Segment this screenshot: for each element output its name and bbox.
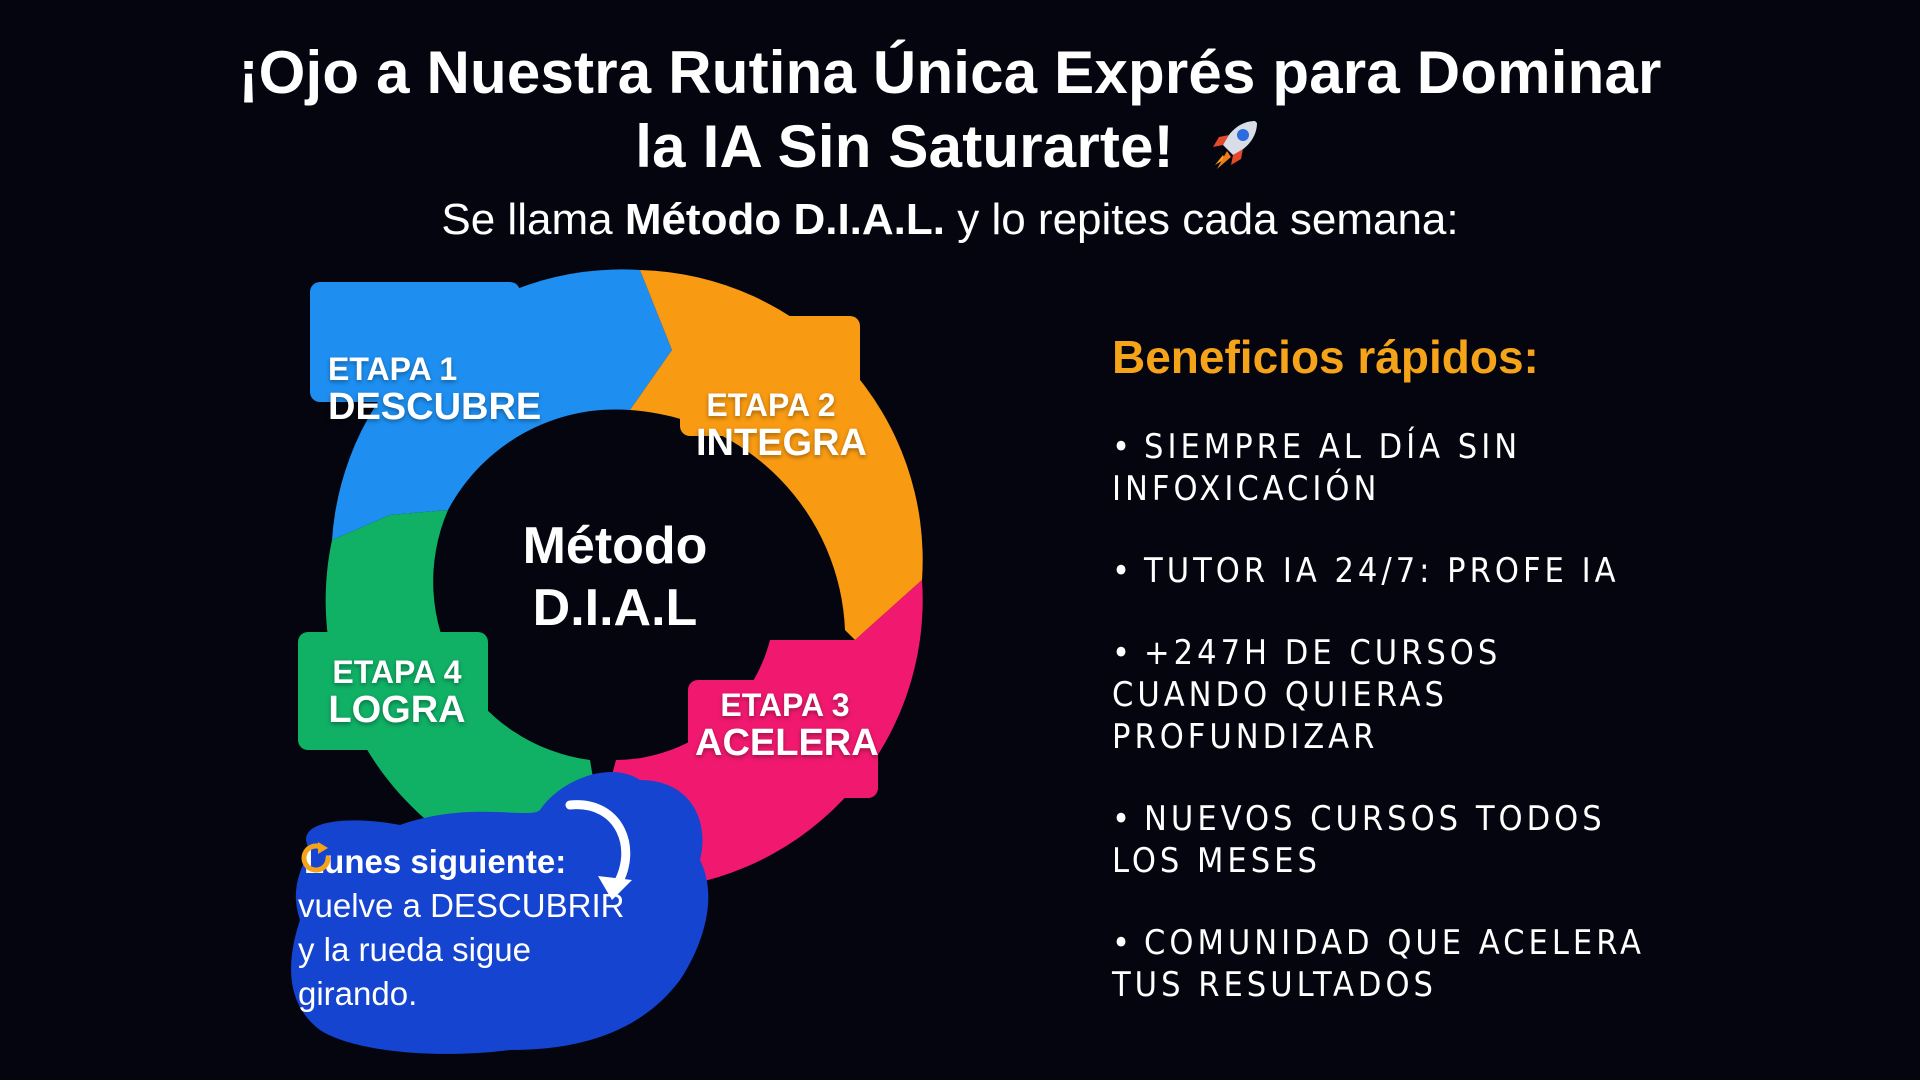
segment-descubre	[332, 269, 672, 540]
stage-1-name: DESCUBRE	[328, 386, 542, 429]
loop-arrow-icon	[565, 800, 631, 893]
stage-2-label: ETAPA 2 INTEGRA	[696, 387, 867, 465]
stage-3-name: ACELERA	[695, 722, 879, 765]
loop-note: Lunes siguiente: vuelve a DESCUBRIR y la…	[298, 840, 628, 1040]
list-item: •Siempre al día sin infoxicación	[1112, 426, 1672, 510]
plaque-etapa-4	[298, 632, 488, 750]
rocket-icon	[1205, 113, 1265, 190]
benefit-text: +247h de cursos cuando quieras profundiz…	[1112, 633, 1502, 757]
method-name: Método D.I.A.L.	[624, 195, 945, 244]
stage-1-label: ETAPA 1 DESCUBRE	[328, 351, 542, 429]
benefit-text: Tutor IA 24/7: Profe IA	[1144, 551, 1620, 591]
stage-3-label: ETAPA 3 ACELERA	[695, 687, 879, 765]
bullet: •	[1112, 633, 1135, 673]
list-item: •+247h de cursos cuando quieras profundi…	[1112, 632, 1672, 758]
stage-1-number: ETAPA 1	[328, 351, 458, 387]
subtitle-prefix: Se llama	[441, 195, 625, 244]
loop-note-lead-text: Lunes siguiente:	[304, 843, 567, 880]
subtitle: Se llama Método D.I.A.L. y lo repites ca…	[0, 192, 1900, 248]
benefits-list: •Siempre al día sin infoxicación •Tutor …	[1112, 426, 1672, 1006]
stage-3-number: ETAPA 3	[720, 687, 850, 723]
stage-4-label: ETAPA 4 LOGRA	[322, 654, 472, 732]
benefits-title: Beneficios rápidos:	[1112, 331, 1539, 383]
plaque-etapa-3	[688, 680, 878, 798]
list-item: •Comunidad que acelera tus resultados	[1112, 922, 1672, 1006]
subtitle-suffix: y lo repites cada semana:	[945, 195, 1459, 244]
center-hub	[493, 470, 753, 730]
benefits-panel: Beneficios rápidos: •Siempre al día sin …	[1112, 330, 1672, 1046]
stage-4-number: ETAPA 4	[332, 654, 462, 690]
benefit-text: Siempre al día sin infoxicación	[1112, 427, 1522, 509]
bullet: •	[1112, 551, 1135, 591]
loop-note-line-3: y la rueda sigue girando.	[298, 931, 531, 1012]
title-line-2: la IA Sin Saturarte!	[0, 110, 1900, 190]
loop-note-lead: Lunes siguiente:	[298, 840, 628, 884]
list-item: •Nuevos cursos todos los meses	[1112, 798, 1672, 882]
center-label-line-2: D.I.A.L	[532, 579, 698, 637]
title-line-2-text: la IA Sin Saturarte!	[635, 113, 1174, 180]
bullet: •	[1112, 427, 1135, 467]
dial-cycle-diagram: ETAPA 1 DESCUBRE ETAPA 2 INTEGRA ETAPA 3…	[270, 260, 950, 1060]
list-item: •Tutor IA 24/7: Profe IA	[1112, 550, 1672, 592]
plaque-etapa-2	[680, 316, 860, 436]
loop-note-bubble	[291, 771, 709, 1054]
center-label: Método D.I.A.L	[495, 515, 735, 639]
center-label-line-1: Método	[522, 517, 708, 575]
benefit-text: Comunidad que acelera tus resultados	[1112, 923, 1645, 1005]
cycle-ring	[291, 269, 923, 1054]
bullet: •	[1112, 799, 1135, 839]
stage-4-name: LOGRA	[328, 689, 466, 732]
title-line-1: ¡Ojo a Nuestra Rutina Única Exprés para …	[238, 39, 1662, 106]
benefit-text: Nuevos cursos todos los meses	[1112, 799, 1606, 881]
plaque-etapa-1	[310, 282, 520, 402]
bullet: •	[1112, 923, 1135, 963]
loop-note-line-2: vuelve a DESCUBRIR	[298, 887, 625, 924]
stage-2-number: ETAPA 2	[706, 387, 836, 423]
stage-2-name: INTEGRA	[696, 422, 867, 465]
page-title: ¡Ojo a Nuestra Rutina Única Exprés para …	[0, 36, 1900, 190]
